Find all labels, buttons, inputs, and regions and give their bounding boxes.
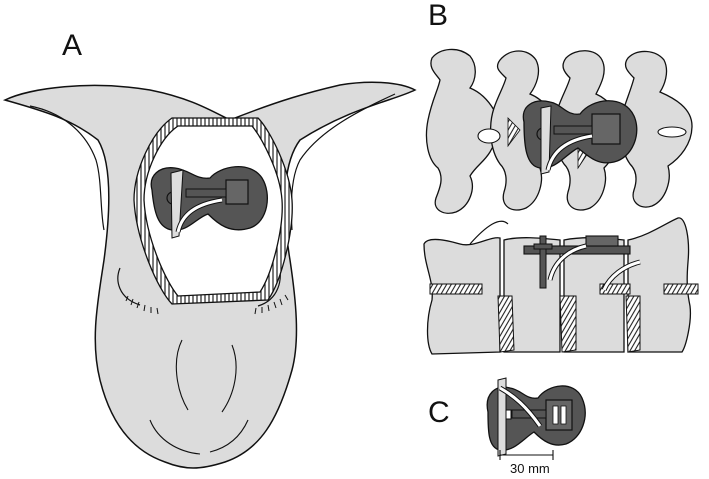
vertebrae-lateral-view <box>423 217 692 355</box>
implant-a <box>150 165 268 239</box>
panel-label-a: A <box>62 29 82 62</box>
panel-c: C 30 mm <box>428 377 586 476</box>
panel-label-c: C <box>428 396 450 429</box>
panel-label-b: B <box>428 0 448 32</box>
scale-bar-label: 30 mm <box>510 461 550 476</box>
panel-a: A <box>2 29 417 469</box>
implant-lateral <box>523 235 641 292</box>
scale-bar <box>499 450 554 460</box>
implant-detail <box>486 377 586 457</box>
panel-b: B <box>423 0 699 355</box>
implant-dorsal <box>522 100 638 175</box>
